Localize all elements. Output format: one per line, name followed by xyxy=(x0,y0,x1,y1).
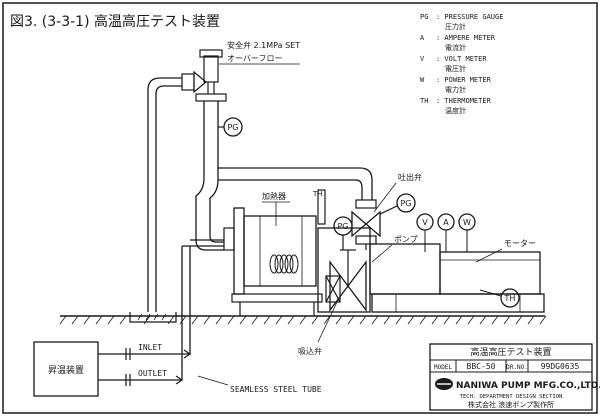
legend-english: : AMPERE METER xyxy=(436,34,496,42)
legend-english: : VOLT METER xyxy=(436,55,487,63)
title-block: 高温高圧テスト装置 MODEL BBC-50 DR.NO. 99DG0635 N… xyxy=(429,343,600,411)
legend-japanese: 電力計 xyxy=(445,85,466,94)
w-label: W xyxy=(463,218,471,227)
instrument-legend: PG : PRESSURE GAUGE 圧力計 A : AMPERE METER… xyxy=(420,13,503,115)
seamless-steel-tubes xyxy=(98,239,224,386)
legend-code: W xyxy=(420,76,425,84)
heating-coil xyxy=(269,254,299,274)
legend-japanese: 温度計 xyxy=(445,106,466,115)
suction-valve-label: 吸込弁 xyxy=(298,346,322,356)
ampere-meter: A xyxy=(437,213,455,252)
model-label: MODEL xyxy=(434,364,452,371)
legend-entry-pg: PG : PRESSURE GAUGE 圧力計 xyxy=(420,13,503,31)
pressure-gauge-suction: PG xyxy=(333,216,353,250)
motor xyxy=(371,251,545,313)
company-name: NANIWA PUMP MFG.CO.,LTD. xyxy=(456,381,600,391)
th-motor-label: TH xyxy=(504,294,516,303)
legend-japanese: 電流計 xyxy=(445,43,466,52)
company-name-japanese: 株式会社 浪速ポンプ製作所 xyxy=(468,400,554,409)
model-value: BBC-50 xyxy=(467,362,496,371)
pump-label: ポンプ xyxy=(394,235,418,244)
pressure-gauge-discharge: PG xyxy=(379,193,416,215)
drawing-number: 99DG0635 xyxy=(541,362,580,371)
figure-title: 図3. (3-3-1) 高温高圧テスト装置 xyxy=(10,13,220,30)
a-label: A xyxy=(443,218,449,227)
pressure-gauge-upper: PG xyxy=(218,117,243,137)
legend-japanese: 圧力計 xyxy=(445,22,466,31)
legend-japanese: 電圧計 xyxy=(445,64,466,73)
legend-code: V xyxy=(420,55,425,63)
heating-unit: 昇温装置 xyxy=(33,341,99,397)
tube-label: SEAMLESS STEEL TUBE xyxy=(230,385,322,394)
volt-meter: V xyxy=(416,213,434,252)
overflow-drain xyxy=(129,312,177,323)
th-probe-label: TH xyxy=(312,190,323,198)
legend-entry-th: TH : THERMOMETER 温度計 xyxy=(420,97,492,115)
thermometer-probe: TH xyxy=(312,189,326,225)
legend-english: : PRESSURE GAUGE xyxy=(436,13,503,21)
legend-english: : POWER METER xyxy=(436,76,492,84)
safety-valve-label: 安全弁 2.1MPa SET xyxy=(227,40,300,50)
title-block-title: 高温高圧テスト装置 xyxy=(470,346,551,358)
legend-entry-a: A : AMPERE METER 電流計 xyxy=(420,34,496,52)
overflow-pipe xyxy=(147,77,182,312)
heating-unit-label: 昇温装置 xyxy=(48,364,84,376)
pg-discharge-label: PG xyxy=(400,199,411,208)
pg-suction-label: PG xyxy=(337,222,348,231)
pg-label: PG xyxy=(227,123,238,132)
upper-piping xyxy=(195,101,373,251)
heater-label: 加熱器 xyxy=(262,191,286,201)
legend-code: TH xyxy=(420,97,428,105)
power-meter: W xyxy=(458,213,476,252)
v-label: V xyxy=(422,218,428,227)
heater-vessel xyxy=(223,207,323,316)
thermometer-motor: TH xyxy=(479,288,520,308)
suction-valve xyxy=(329,249,367,312)
overflow-label: オーバーフロー xyxy=(227,54,282,63)
legend-code: A xyxy=(420,34,425,42)
drawing-number-label: DR.NO. xyxy=(506,364,528,371)
department-name: TECH. DEPARTMENT DESIGN SECTION xyxy=(460,394,563,400)
discharge-valve xyxy=(351,199,381,250)
legend-entry-v: V : VOLT METER 電圧計 xyxy=(420,55,487,73)
company-logo-icon xyxy=(435,378,453,390)
inlet-label: INLET xyxy=(138,343,162,352)
legend-english: : THERMOMETER xyxy=(436,97,492,105)
motor-label: モーター xyxy=(504,239,536,248)
ground-floor xyxy=(59,315,547,325)
legend-code: PG xyxy=(420,13,428,21)
legend-entry-w: W : POWER METER 電力計 xyxy=(420,76,492,94)
discharge-valve-label: 吐出弁 xyxy=(398,172,422,182)
safety-valve xyxy=(181,49,227,102)
outlet-label: OUTLET xyxy=(138,369,167,378)
